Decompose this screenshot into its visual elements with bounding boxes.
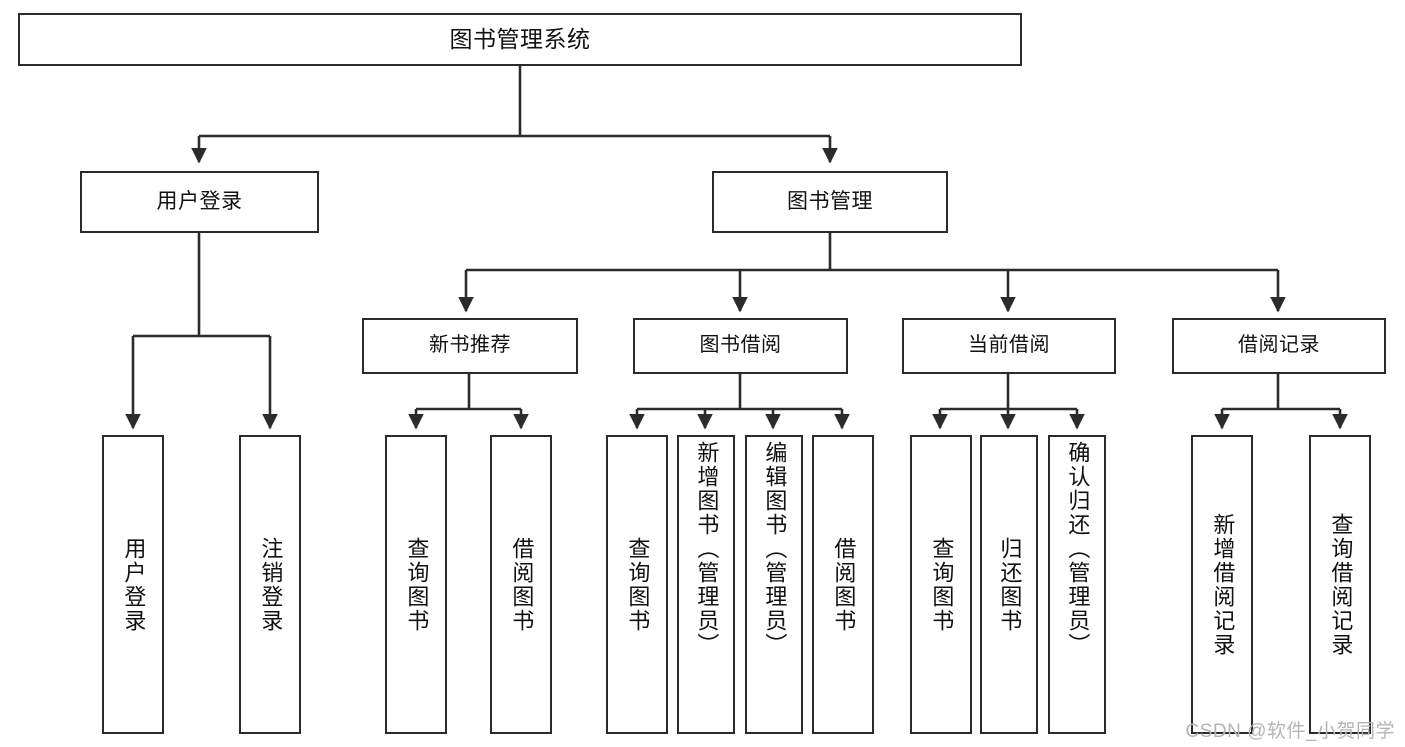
leaf-new-book-query[interactable]: 查询图书 xyxy=(385,435,447,734)
node-book-management[interactable]: 图书管理 xyxy=(712,171,948,233)
node-label: 图书管理系统 xyxy=(449,25,591,52)
leaf-current-borrow-query[interactable]: 查询图书 xyxy=(910,435,972,734)
leaf-borrow-record-query[interactable]: 查询借阅记录 xyxy=(1309,435,1371,734)
node-label: 确认归还（管理员） xyxy=(1065,441,1091,657)
node-new-book-recommend[interactable]: 新书推荐 xyxy=(362,318,578,374)
node-label: 新增借阅记录 xyxy=(1210,512,1236,657)
node-user-login[interactable]: 用户登录 xyxy=(80,171,319,233)
leaf-current-borrow-return[interactable]: 归还图书 xyxy=(980,435,1038,734)
watermark-text: CSDN @软件_小贺同学 xyxy=(1185,721,1395,742)
node-label: 查询图书 xyxy=(404,536,430,633)
node-borrow-record[interactable]: 借阅记录 xyxy=(1172,318,1386,374)
leaf-book-borrow-borrow[interactable]: 借阅图书 xyxy=(812,435,874,734)
leaf-user-login-logout[interactable]: 注销登录 xyxy=(239,435,301,734)
node-label: 借阅记录 xyxy=(1238,334,1320,357)
node-label: 归还图书 xyxy=(997,536,1023,633)
leaf-current-borrow-confirm-return[interactable]: 确认归还（管理员） xyxy=(1048,435,1106,734)
node-book-borrow[interactable]: 图书借阅 xyxy=(633,318,848,374)
node-label: 新增图书（管理员） xyxy=(694,441,720,657)
leaf-new-book-borrow[interactable]: 借阅图书 xyxy=(490,435,552,734)
leaf-user-login-login[interactable]: 用户登录 xyxy=(102,435,164,734)
node-label: 当前借阅 xyxy=(968,334,1050,357)
node-label: 查询图书 xyxy=(625,536,651,633)
node-label: 图书借阅 xyxy=(699,334,782,357)
leaf-book-borrow-query[interactable]: 查询图书 xyxy=(606,435,668,734)
node-label: 用户登录 xyxy=(156,189,243,213)
leaf-book-borrow-edit[interactable]: 编辑图书（管理员） xyxy=(745,435,803,734)
node-label: 查询图书 xyxy=(929,536,955,633)
node-current-borrow[interactable]: 当前借阅 xyxy=(902,318,1116,374)
node-label: 注销登录 xyxy=(258,536,284,633)
node-label: 用户登录 xyxy=(121,536,147,633)
leaf-book-borrow-add[interactable]: 新增图书（管理员） xyxy=(677,435,735,734)
leaf-borrow-record-add[interactable]: 新增借阅记录 xyxy=(1191,435,1253,734)
node-label: 编辑图书（管理员） xyxy=(762,441,788,657)
node-label: 新书推荐 xyxy=(429,334,511,357)
node-label: 查询借阅记录 xyxy=(1328,512,1354,657)
node-label: 借阅图书 xyxy=(509,536,535,633)
node-label: 图书管理 xyxy=(787,189,873,213)
node-root-system[interactable]: 图书管理系统 xyxy=(18,13,1022,66)
node-label: 借阅图书 xyxy=(831,536,857,633)
